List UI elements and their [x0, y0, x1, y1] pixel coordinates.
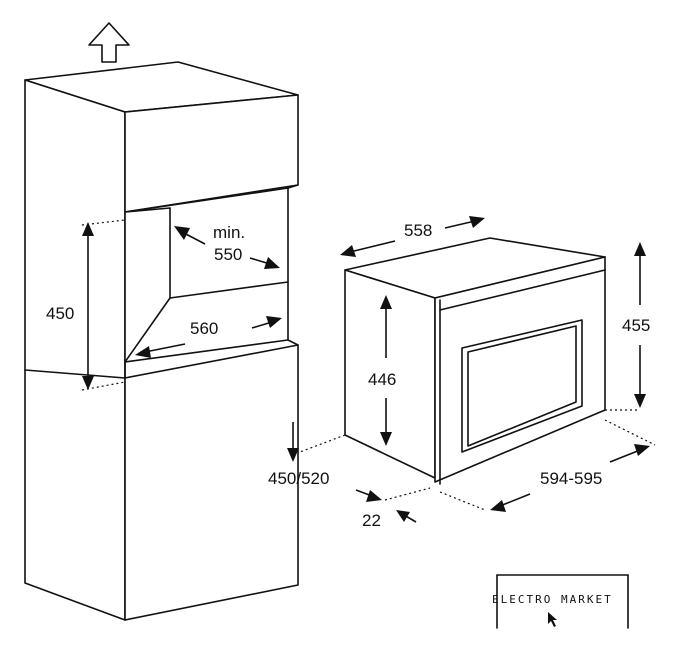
- dim-oven-height: [605, 242, 646, 411]
- label-niche-width: 560: [190, 319, 218, 338]
- label-oven-depth: 558: [404, 221, 432, 240]
- logo-name: ELECTRO MARKET: [492, 593, 613, 606]
- dim-front-depth: [299, 434, 431, 523]
- cabinet-side: [24, 79, 126, 621]
- cabinet-lower-front: [124, 344, 299, 621]
- dim-niche-depth: [174, 226, 280, 269]
- label-niche-depth: 550: [214, 245, 242, 264]
- ventilation-arrow-icon: [88, 22, 130, 63]
- cursor-icon: [548, 612, 557, 627]
- label-niche-height: 450: [46, 304, 74, 323]
- label-oven-height: 455: [622, 316, 650, 335]
- cabinet: [24, 61, 299, 621]
- dim-cabinet-depth: [287, 422, 382, 502]
- oven: [344, 237, 606, 485]
- dim-niche-height: [81, 219, 126, 391]
- dim-oven-depth: [340, 216, 485, 257]
- dim-oven-inner-height: [380, 295, 392, 446]
- electro-market-logo: ELECTRO MARKET: [492, 574, 629, 629]
- oven-window: [461, 319, 583, 453]
- dim-oven-width: [439, 419, 656, 512]
- label-cabinet-depth: 450/520: [268, 469, 329, 488]
- label-front-depth: 22: [362, 511, 381, 530]
- label-niche-min: min.: [213, 223, 245, 242]
- label-oven-width: 594-595: [540, 469, 602, 488]
- label-oven-inner-height: 446: [368, 370, 396, 389]
- dim-niche-width: [135, 316, 282, 358]
